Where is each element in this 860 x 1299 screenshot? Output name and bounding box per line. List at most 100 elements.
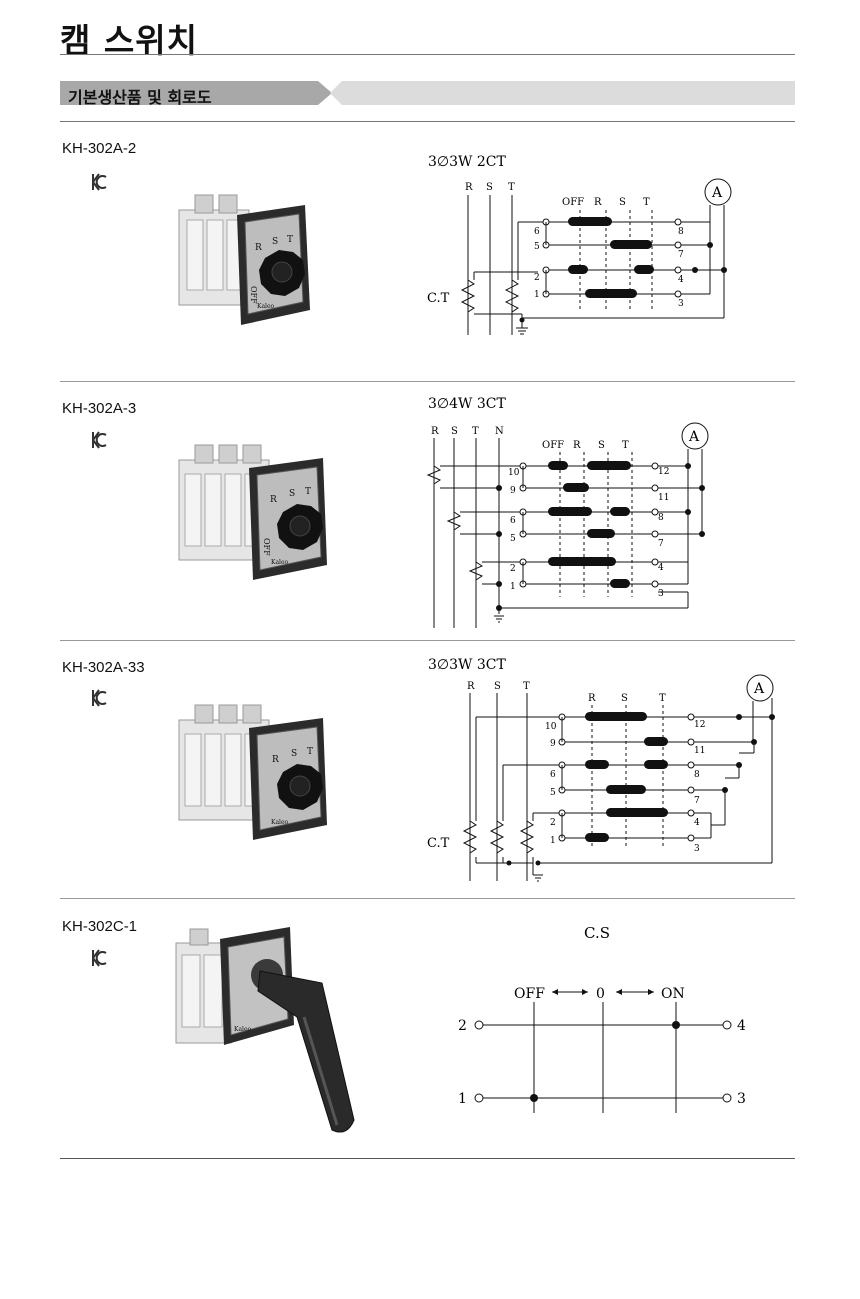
circuit-diagram: C.S OFF 0 ON 2 1 4 3	[458, 924, 746, 1113]
terminal-label: 1	[534, 290, 540, 300]
divider-1	[60, 381, 795, 382]
terminal-label: 10	[508, 468, 520, 478]
brand-label: Kaleo	[234, 1026, 252, 1033]
line-label: T	[508, 182, 515, 193]
arrow-icon	[552, 989, 654, 995]
terminal-label: 7	[678, 250, 684, 260]
meter-label: A	[711, 185, 723, 201]
line-label: R	[431, 426, 439, 437]
position-label: R	[588, 693, 596, 704]
diagram-title: 3∅4W 3CT	[428, 396, 506, 412]
terminal-label: 1	[550, 836, 556, 846]
circuit-diagram: 3∅3W 3CT R S T C.T R S T 10 9 6 5 2 1	[427, 657, 775, 882]
position-label: OFF	[542, 440, 564, 451]
section-banner	[60, 81, 795, 105]
cam-switch-photo-knob: R S T OFF Kaleo	[178, 194, 310, 325]
line-label: S	[494, 681, 501, 692]
terminal-label: 9	[550, 739, 556, 749]
position-label: T	[643, 197, 650, 208]
terminal-label: 10	[545, 722, 557, 732]
dial-label: T	[307, 747, 313, 757]
terminal-label: 9	[510, 486, 516, 496]
dial-label: S	[289, 489, 295, 499]
dial-label: R	[270, 495, 277, 505]
title-rule	[60, 54, 795, 55]
terminal-label: 2	[458, 1018, 467, 1034]
terminal-label: 3	[694, 844, 700, 854]
circuit-diagram: 3∅4W 3CT R S T N OFF R S T 10 9 6 5 2 1	[426, 396, 709, 628]
line-label: R	[465, 182, 473, 193]
meter-label: A	[688, 429, 700, 445]
position-label: T	[622, 440, 629, 451]
terminal-label: 11	[658, 493, 669, 503]
dial-label: T	[287, 235, 293, 245]
kc-mark-icon	[92, 949, 107, 967]
dial-label: OFF	[262, 538, 271, 556]
terminal-label: 4	[737, 1018, 746, 1034]
diagram-title: C.S	[584, 924, 610, 942]
terminal-label: 4	[694, 818, 700, 828]
model-name: KH-302A-3	[62, 400, 137, 417]
ct-label: C.T	[427, 836, 450, 851]
terminal-label: 12	[694, 720, 705, 730]
position-label: S	[598, 440, 605, 451]
terminal-label: 3	[737, 1091, 746, 1107]
terminal-label: 6	[550, 770, 556, 780]
model-name: KH-302A-2	[62, 140, 137, 157]
position-label: R	[573, 440, 581, 451]
model-name: KH-302C-1	[62, 918, 138, 935]
dial-label: R	[255, 243, 262, 253]
terminal-label: 4	[658, 563, 664, 573]
brand-label: Kaleo	[257, 303, 275, 310]
terminal-label: 3	[678, 299, 684, 309]
line-label: R	[467, 681, 475, 692]
terminal-label: 2	[550, 818, 556, 828]
line-label: T	[523, 681, 530, 692]
position-label: OFF	[562, 197, 584, 208]
section-title: 기본생산품 및 회로도	[68, 88, 212, 107]
kc-mark-icon	[92, 173, 107, 191]
position-label: 0	[596, 986, 605, 1002]
dial-label: S	[291, 749, 297, 759]
position-label: T	[659, 693, 666, 704]
position-label: ON	[661, 986, 685, 1002]
brand-label: Kaleo	[271, 819, 289, 826]
bottom-rule	[60, 1158, 795, 1159]
circuit-diagram: 3∅3W 2CT R S T C.T OFF R S T 6 5 2 1 8 7…	[427, 154, 732, 335]
diagram-title: 3∅3W 3CT	[428, 657, 506, 673]
terminal-label: 1	[510, 582, 516, 592]
dial-label: R	[272, 755, 279, 765]
terminal-label: 6	[534, 227, 540, 237]
ct-label: C.T	[427, 291, 450, 306]
terminal-label: 8	[694, 770, 700, 780]
terminal-label: 5	[550, 788, 556, 798]
terminal-label: 5	[510, 534, 516, 544]
kc-mark-icon	[92, 431, 107, 449]
line-label: N	[495, 426, 504, 437]
terminal-label: 4	[678, 275, 684, 285]
dial-label: OFF	[249, 286, 258, 304]
terminal-label: 2	[534, 273, 540, 283]
section-rule	[60, 121, 795, 122]
position-label: S	[619, 197, 626, 208]
line-label: S	[451, 426, 458, 437]
terminal-label: 3	[658, 589, 664, 599]
terminal-label: 5	[534, 242, 540, 252]
terminal-label: 1	[458, 1091, 467, 1107]
line-label: T	[472, 426, 479, 437]
position-label: OFF	[514, 986, 545, 1002]
terminal-label: 7	[658, 539, 664, 549]
terminal-label: 8	[678, 227, 684, 237]
terminal-label: 2	[510, 564, 516, 574]
cam-switch-photo-lever: Kaleo	[175, 927, 355, 1133]
dial-label: T	[305, 487, 311, 497]
position-label: R	[594, 197, 602, 208]
terminal-label: 8	[658, 513, 664, 523]
model-name: KH-302A-33	[62, 659, 145, 676]
terminal-label: 12	[658, 467, 669, 477]
position-label: S	[621, 693, 628, 704]
line-label: S	[486, 182, 493, 193]
brand-label: Kaleo	[271, 559, 289, 566]
cam-switch-photo-knob: R S T OFF Kaleo	[178, 444, 327, 580]
divider-3	[60, 898, 795, 899]
